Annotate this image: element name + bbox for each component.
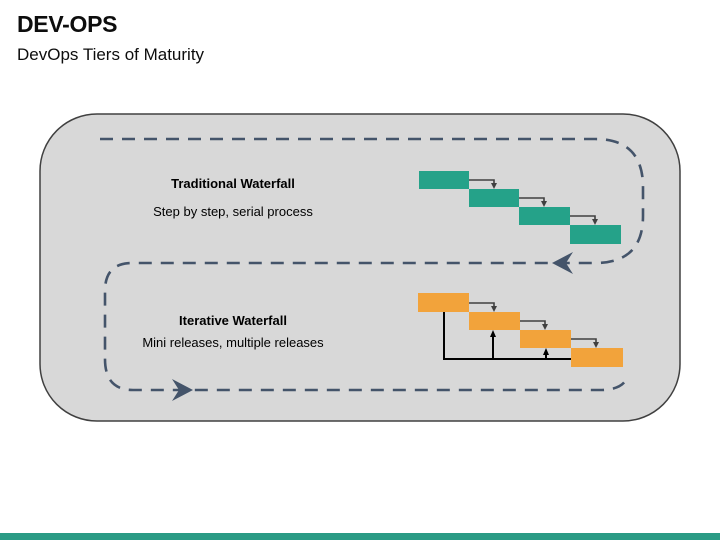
traditional-connector-arrowheads xyxy=(491,183,598,225)
waterfall-bar-iterative-3 xyxy=(520,330,571,348)
section-iterative-heading: Iterative Waterfall xyxy=(179,313,287,328)
footer-accent-bar xyxy=(0,533,720,540)
waterfall-bar-traditional-2 xyxy=(469,189,519,207)
flow-dashed-path xyxy=(100,137,645,392)
page-subtitle: DevOps Tiers of Maturity xyxy=(17,45,205,64)
waterfall-bar-traditional-1 xyxy=(419,171,469,189)
waterfall-bar-traditional-4 xyxy=(570,225,621,244)
traditional-step-connectors xyxy=(469,179,596,220)
iterative-step-connectors xyxy=(469,302,597,343)
waterfall-bar-iterative-1 xyxy=(418,293,469,312)
iterative-feedback-arrowheads xyxy=(490,330,549,355)
flow-arrow-left-icon xyxy=(552,252,573,274)
section-traditional-description: Step by step, serial process xyxy=(153,204,313,219)
waterfall-bar-traditional-3 xyxy=(519,207,570,225)
iterative-connector-arrowheads xyxy=(491,306,599,348)
iterative-feedback-lines xyxy=(443,312,571,360)
waterfall-bar-iterative-4 xyxy=(571,348,623,367)
section-traditional-heading: Traditional Waterfall xyxy=(171,176,295,191)
page-title: DEV-OPS xyxy=(17,11,118,37)
waterfall-bar-iterative-2 xyxy=(469,312,520,330)
section-iterative-description: Mini releases, multiple releases xyxy=(142,335,324,350)
maturity-container xyxy=(39,113,681,422)
flow-arrow-right-icon xyxy=(172,379,193,401)
